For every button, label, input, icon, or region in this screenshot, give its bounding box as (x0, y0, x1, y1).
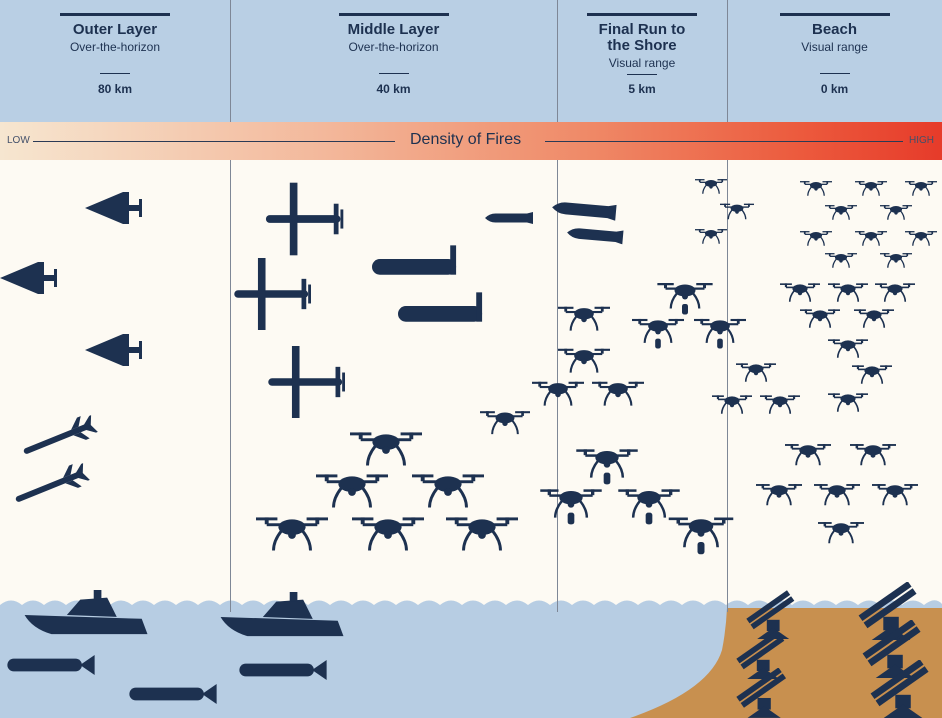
air-to-surface-missile-icon (23, 415, 98, 454)
column-minibar (819, 73, 850, 74)
cruise-missile-icon (398, 292, 483, 322)
quadcopter-drone-icon (880, 252, 912, 269)
quadcopter-drone-icon (818, 521, 864, 545)
quadcopter-drone-icon (852, 364, 892, 385)
column-subtitle: Over-the-horizon (69, 40, 161, 54)
column-subtitle: Over-the-horizon (348, 40, 439, 54)
column-title-line2: the Shore (607, 37, 677, 54)
quadcopter-drone-icon (855, 180, 887, 197)
density-arrow-left (33, 141, 395, 142)
quadcopter-drone-icon (814, 483, 860, 507)
density-arrow-right (545, 141, 903, 142)
quadcopter-drone-icon (872, 483, 918, 507)
quadcopter-drone-icon (592, 380, 644, 407)
quadcopter-drone-icon (446, 515, 518, 553)
column-subtitle: Visual range (608, 56, 676, 70)
quadcopter-drone-icon (480, 409, 530, 436)
quadcopter-drone-icon (880, 204, 912, 221)
cruise-missile-icon (372, 245, 457, 275)
quadcopter-drone-icon (785, 443, 831, 467)
quadcopter-drone-icon (800, 308, 840, 329)
quadcopter-drone-icon (760, 394, 800, 415)
column-minibar (627, 74, 657, 75)
quadcopter-drone-icon (412, 472, 484, 510)
quadcopter-drone-icon (316, 472, 388, 510)
header-band: Outer Layer Over-the-horizon 80 km Middl… (0, 0, 942, 122)
quadcopter-drone-icon (712, 394, 752, 415)
column-subtitle: Visual range (801, 40, 868, 54)
column-topbar (587, 13, 697, 16)
quadcopter-drone-icon (558, 305, 610, 332)
air-to-surface-missile-icon (15, 463, 90, 502)
quadcopter-drone-icon (756, 483, 802, 507)
column-title: Middle Layer (347, 21, 440, 38)
fixed-wing-drone-icon (265, 182, 344, 256)
quadcopter-drone-icon (825, 204, 857, 221)
column-distance: 80 km (97, 82, 133, 96)
column-divider (557, 0, 558, 122)
quadcopter-drone-icon (694, 319, 746, 349)
column-title-line1: Final Run to (598, 21, 686, 38)
column-title: Outer Layer (72, 21, 158, 38)
column-minibar (378, 73, 409, 74)
quadcopter-drone-icon (855, 230, 887, 247)
quadcopter-drone-icon (350, 430, 422, 468)
quadcopter-drone-icon (825, 252, 857, 269)
quadcopter-drone-icon (669, 518, 734, 555)
density-high-label: HIGH (909, 135, 934, 146)
column-topbar (338, 13, 449, 16)
quadcopter-drone-icon (828, 392, 868, 413)
column-minibar (100, 73, 130, 74)
column-distance: 0 km (820, 82, 849, 96)
quadcopter-drone-icon (576, 449, 638, 484)
quadcopter-drone-icon (632, 319, 684, 349)
quadcopter-drone-icon (800, 180, 832, 197)
column-topbar (60, 13, 170, 16)
density-of-fires-band: LOW Density of Fires HIGH (0, 122, 942, 160)
cruise-missile-icon (485, 212, 533, 224)
quadcopter-drone-icon (828, 282, 868, 303)
quadcopter-drone-icon (540, 489, 602, 524)
quadcopter-drone-icon (558, 347, 610, 374)
quadcopter-drone-icon (780, 282, 820, 303)
column-divider (230, 0, 231, 122)
quadcopter-drone-icon (352, 515, 424, 553)
quadcopter-drone-icon (695, 228, 727, 245)
quadcopter-drone-icon (850, 443, 896, 467)
quadcopter-drone-icon (695, 178, 727, 195)
quadcopter-drone-icon (720, 202, 754, 221)
delta-wing-drone-icon (0, 262, 57, 294)
density-low-label: LOW (7, 135, 30, 146)
delta-wing-drone-icon (85, 334, 142, 366)
fixed-wing-drone-icon (234, 258, 311, 330)
beach-sand (630, 608, 942, 718)
quadcopter-drone-icon (828, 338, 868, 359)
quadcopter-drone-icon (875, 282, 915, 303)
quadcopter-drone-icon (800, 230, 832, 247)
column-distance: 40 km (376, 82, 411, 96)
quadcopter-drone-icon (657, 283, 713, 315)
column-topbar (779, 13, 890, 16)
quadcopter-drone-icon (256, 515, 328, 553)
quadcopter-drone-icon (905, 230, 937, 247)
quadcopter-drone-icon (736, 362, 776, 383)
column-header-outer-layer: Outer Layer Over-the-horizon 80 km (0, 0, 230, 122)
column-divider (727, 0, 728, 122)
delta-wing-drone-icon (85, 192, 142, 224)
column-header-final-run: Final Run to the Shore Visual range 5 km (557, 0, 727, 122)
column-title: Beach (811, 21, 858, 38)
column-distance: 5 km (628, 82, 656, 96)
density-title: Density of Fires (410, 131, 522, 148)
quadcopter-drone-icon (905, 180, 937, 197)
column-header-middle-layer: Middle Layer Over-the-horizon 40 km (230, 0, 557, 122)
cruise-missile-icon (551, 199, 617, 221)
cruise-missile-icon (566, 225, 624, 245)
column-header-beach: Beach Visual range 0 km (727, 0, 942, 122)
fixed-wing-drone-icon (268, 346, 345, 418)
quadcopter-drone-icon (854, 308, 894, 329)
